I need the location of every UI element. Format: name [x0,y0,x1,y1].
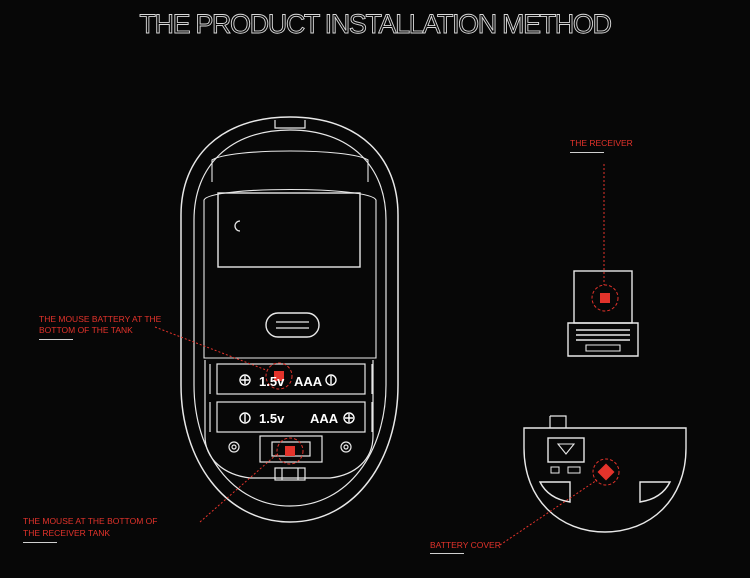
receiver-label: THE RECEIVER [570,138,633,148]
receiver-tank-label-line1: THE MOUSE AT THE BOTTOM OF [23,516,158,526]
battery-tank-leader-line [154,326,267,371]
page-title: THE PRODUCT INSTALLATION METHOD [139,9,612,40]
battery-tank-label-line2: BOTTOM OF THE TANK [39,325,133,335]
battery-cover-leader-line [499,479,598,546]
usb-receiver [567,270,639,357]
battery-tank-marker [265,362,293,390]
battery-top [209,363,373,395]
battery-cover-label: BATTERY COVER [430,540,501,550]
battery-top-type: AAA [294,374,323,389]
tank-details [228,435,352,481]
battery-top-voltage: 1.5v [259,374,285,389]
receiver-tank-label-line2: THE RECEIVER TANK [23,528,111,538]
receiver-marker [591,284,619,312]
battery-bottom [209,401,373,433]
battery-cover [523,415,687,533]
receiver-tank-marker [276,437,304,465]
battery-cover-marker [592,458,620,486]
battery-cover-label-rule [430,553,464,554]
battery-tank-label-line1: THE MOUSE BATTERY AT THE [39,314,162,324]
mouse-underside [180,116,399,523]
battery-polarity-icons [239,374,355,424]
battery-tank-label-rule [39,339,73,340]
receiver-tank-label-rule [23,542,57,543]
battery-bottom-voltage: 1.5v [259,411,285,426]
receiver-label-rule [570,152,604,153]
battery-bottom-type: AAA [310,411,339,426]
receiver-tank-leader-line [199,453,278,523]
